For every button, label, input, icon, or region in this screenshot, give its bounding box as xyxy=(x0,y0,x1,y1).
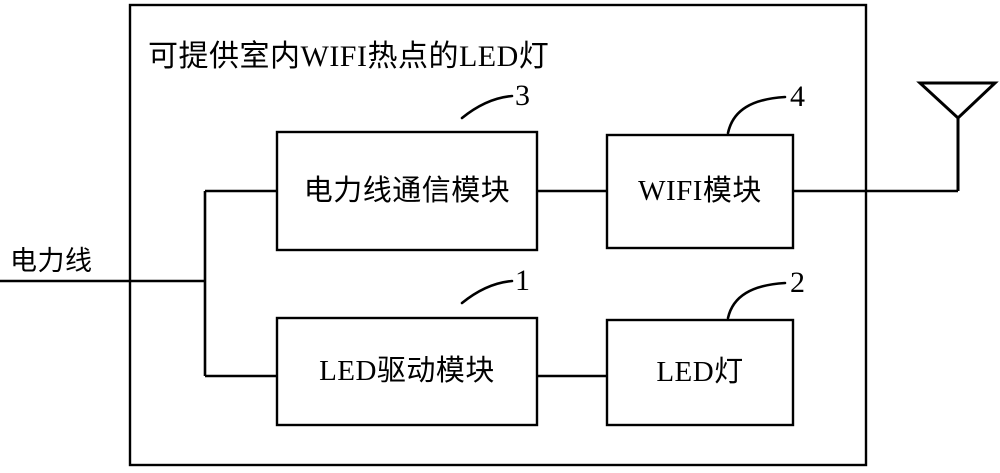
page-title: 可提供室内WIFI热点的LED灯 xyxy=(148,40,550,73)
ref-numeral-2: 2 xyxy=(790,266,805,299)
block-label-led-driver: LED驱动模块 xyxy=(319,355,495,387)
block-label-wifi: WIFI模块 xyxy=(638,175,762,207)
power-line-label: 电力线 xyxy=(10,246,93,276)
antenna-icon xyxy=(916,81,999,121)
block-label-plc: 电力线通信模块 xyxy=(303,174,511,207)
leader-line-ref-4 xyxy=(726,95,787,135)
leader-line-ref-2 xyxy=(726,281,787,320)
block-label-led-lamp: LED灯 xyxy=(656,356,744,388)
block-plc-box[interactable] xyxy=(275,130,539,252)
ref-numeral-4: 4 xyxy=(790,80,805,113)
block-wifi-box[interactable] xyxy=(605,133,795,250)
block-led-driver-box[interactable] xyxy=(275,316,539,427)
ref-numeral-1: 1 xyxy=(515,264,530,297)
block-led-lamp-box[interactable] xyxy=(605,318,795,427)
leader-line-ref-3 xyxy=(460,94,514,120)
ref-numeral-3: 3 xyxy=(515,79,530,112)
device-enclosure-border xyxy=(128,3,868,467)
leader-line-ref-1 xyxy=(460,279,514,305)
